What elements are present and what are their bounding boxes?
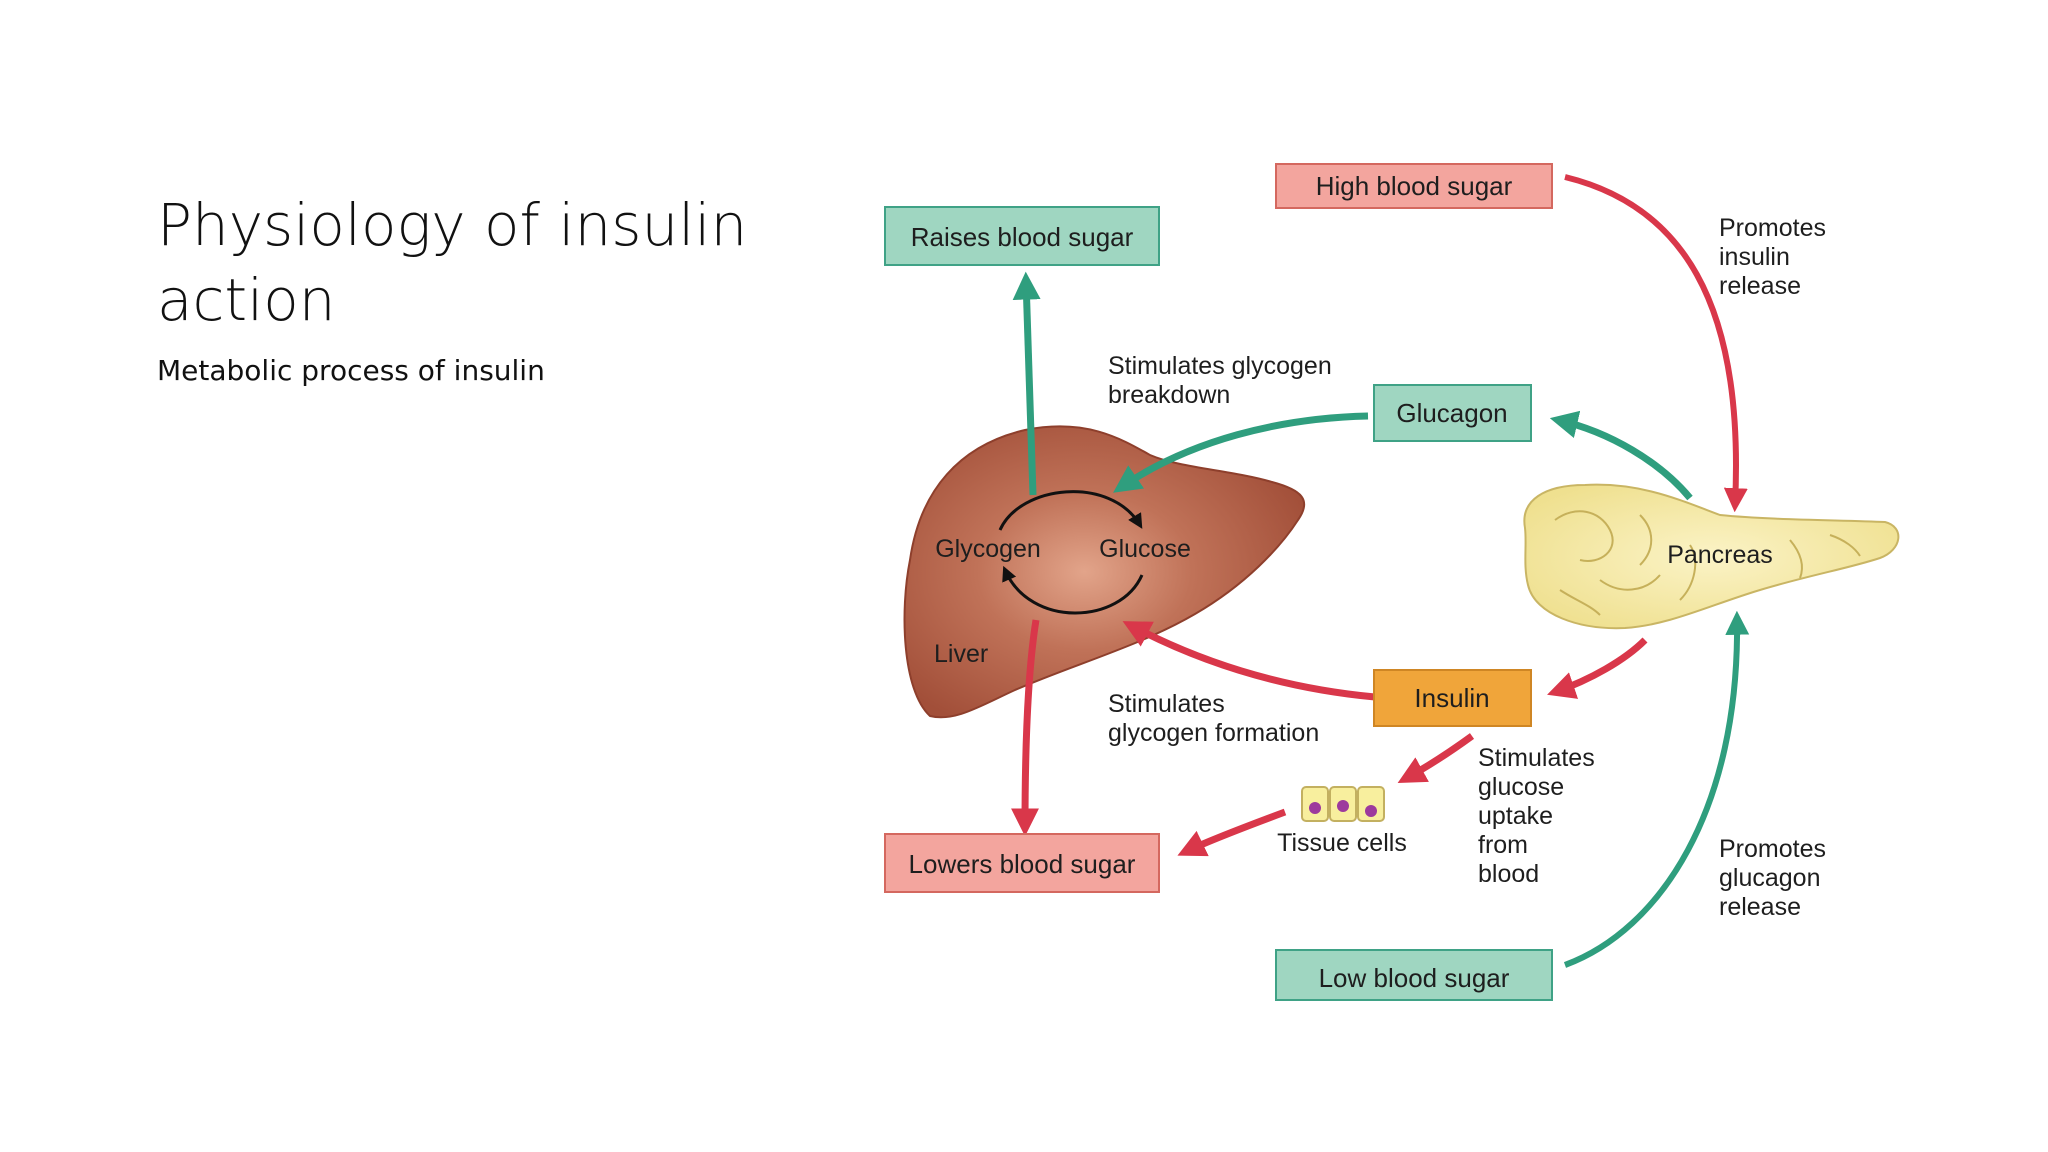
slide-subtitle: Metabolic process of insulin <box>157 354 545 387</box>
glucose-uptake-line-5: blood <box>1478 860 1539 888</box>
arrow-insulin-to-tissue <box>1397 733 1475 784</box>
glucose-uptake-line-2: glucose <box>1478 773 1564 801</box>
annotation-promotes-insulin-release: Promotes insulin release <box>1719 214 1826 300</box>
annotation-stimulates-glycogen-breakdown: Stimulates glycogen breakdown <box>1108 352 1332 409</box>
high-blood-sugar-label: High blood sugar <box>1316 171 1513 201</box>
arrow-insulin-to-liver <box>1122 621 1376 701</box>
glucose-label: Glucose <box>1099 535 1191 563</box>
box-raises-blood-sugar: Raises blood sugar <box>884 206 1160 266</box>
glycogen-formation-line-2: glycogen formation <box>1108 719 1319 747</box>
annotation-promotes-glucagon-release: Promotes glucagon release <box>1719 835 1826 921</box>
arrow-liver-to-lowers <box>1011 619 1040 837</box>
promotes-glucagon-line-3: release <box>1719 893 1801 921</box>
glycogen-label: Glycogen <box>935 535 1041 563</box>
box-insulin: Insulin <box>1373 669 1532 727</box>
promotes-glucagon-line-2: glucagon <box>1719 864 1820 892</box>
tissue-cells-label: Tissue cells <box>1277 829 1407 857</box>
promotes-glucagon-line-1: Promotes <box>1719 835 1826 863</box>
slide-title: Physiology of insulin action <box>157 191 748 334</box>
liver-label: Liver <box>934 640 988 668</box>
arrow-low-to-pancreas <box>1563 610 1750 968</box>
glycogen-breakdown-line-2: breakdown <box>1108 381 1230 409</box>
arrow-liver-to-raises <box>1012 271 1041 496</box>
glucose-uptake-line-4: from <box>1478 831 1528 859</box>
promotes-insulin-line-3: release <box>1719 272 1801 300</box>
cycle-arrow-bottom <box>1002 565 1144 615</box>
annotation-stimulates-glucose-uptake: Stimulates glucose uptake from blood <box>1478 744 1595 888</box>
box-low-blood-sugar: Low blood sugar <box>1275 949 1553 1001</box>
low-blood-sugar-label: Low blood sugar <box>1319 963 1510 993</box>
pancreas-label: Pancreas <box>1667 541 1773 569</box>
pancreas-shape <box>1523 483 1900 630</box>
arrow-pancreas-to-insulin <box>1547 637 1648 699</box>
glucose-uptake-line-1: Stimulates <box>1478 744 1595 772</box>
liver-shape <box>903 425 1306 719</box>
box-lowers-blood-sugar: Lowers blood sugar <box>884 833 1160 893</box>
glucagon-label: Glucagon <box>1396 398 1507 428</box>
promotes-insulin-line-2: insulin <box>1719 243 1790 271</box>
glucose-uptake-line-3: uptake <box>1478 802 1553 830</box>
tissue-cells <box>1301 786 1385 822</box>
arrow-high-to-pancreas <box>1564 174 1748 513</box>
cycle-arrow-top <box>998 490 1143 531</box>
glycogen-breakdown-line-1: Stimulates glycogen <box>1108 352 1332 380</box>
pancreas-lobules <box>1554 510 1861 616</box>
insulin-label: Insulin <box>1414 683 1489 713</box>
box-high-blood-sugar: High blood sugar <box>1275 163 1553 209</box>
arrow-pancreas-to-glucagon <box>1549 410 1693 501</box>
arrow-glucagon-to-liver <box>1113 412 1369 493</box>
lowers-blood-sugar-label: Lowers blood sugar <box>909 849 1136 879</box>
arrow-tissue-to-lowers <box>1177 808 1287 857</box>
raises-blood-sugar-label: Raises blood sugar <box>911 222 1134 252</box>
box-glucagon: Glucagon <box>1373 384 1532 442</box>
annotation-stimulates-glycogen-formation: Stimulates glycogen formation <box>1108 690 1319 747</box>
glycogen-formation-line-1: Stimulates <box>1108 690 1225 718</box>
promotes-insulin-line-1: Promotes <box>1719 214 1826 242</box>
